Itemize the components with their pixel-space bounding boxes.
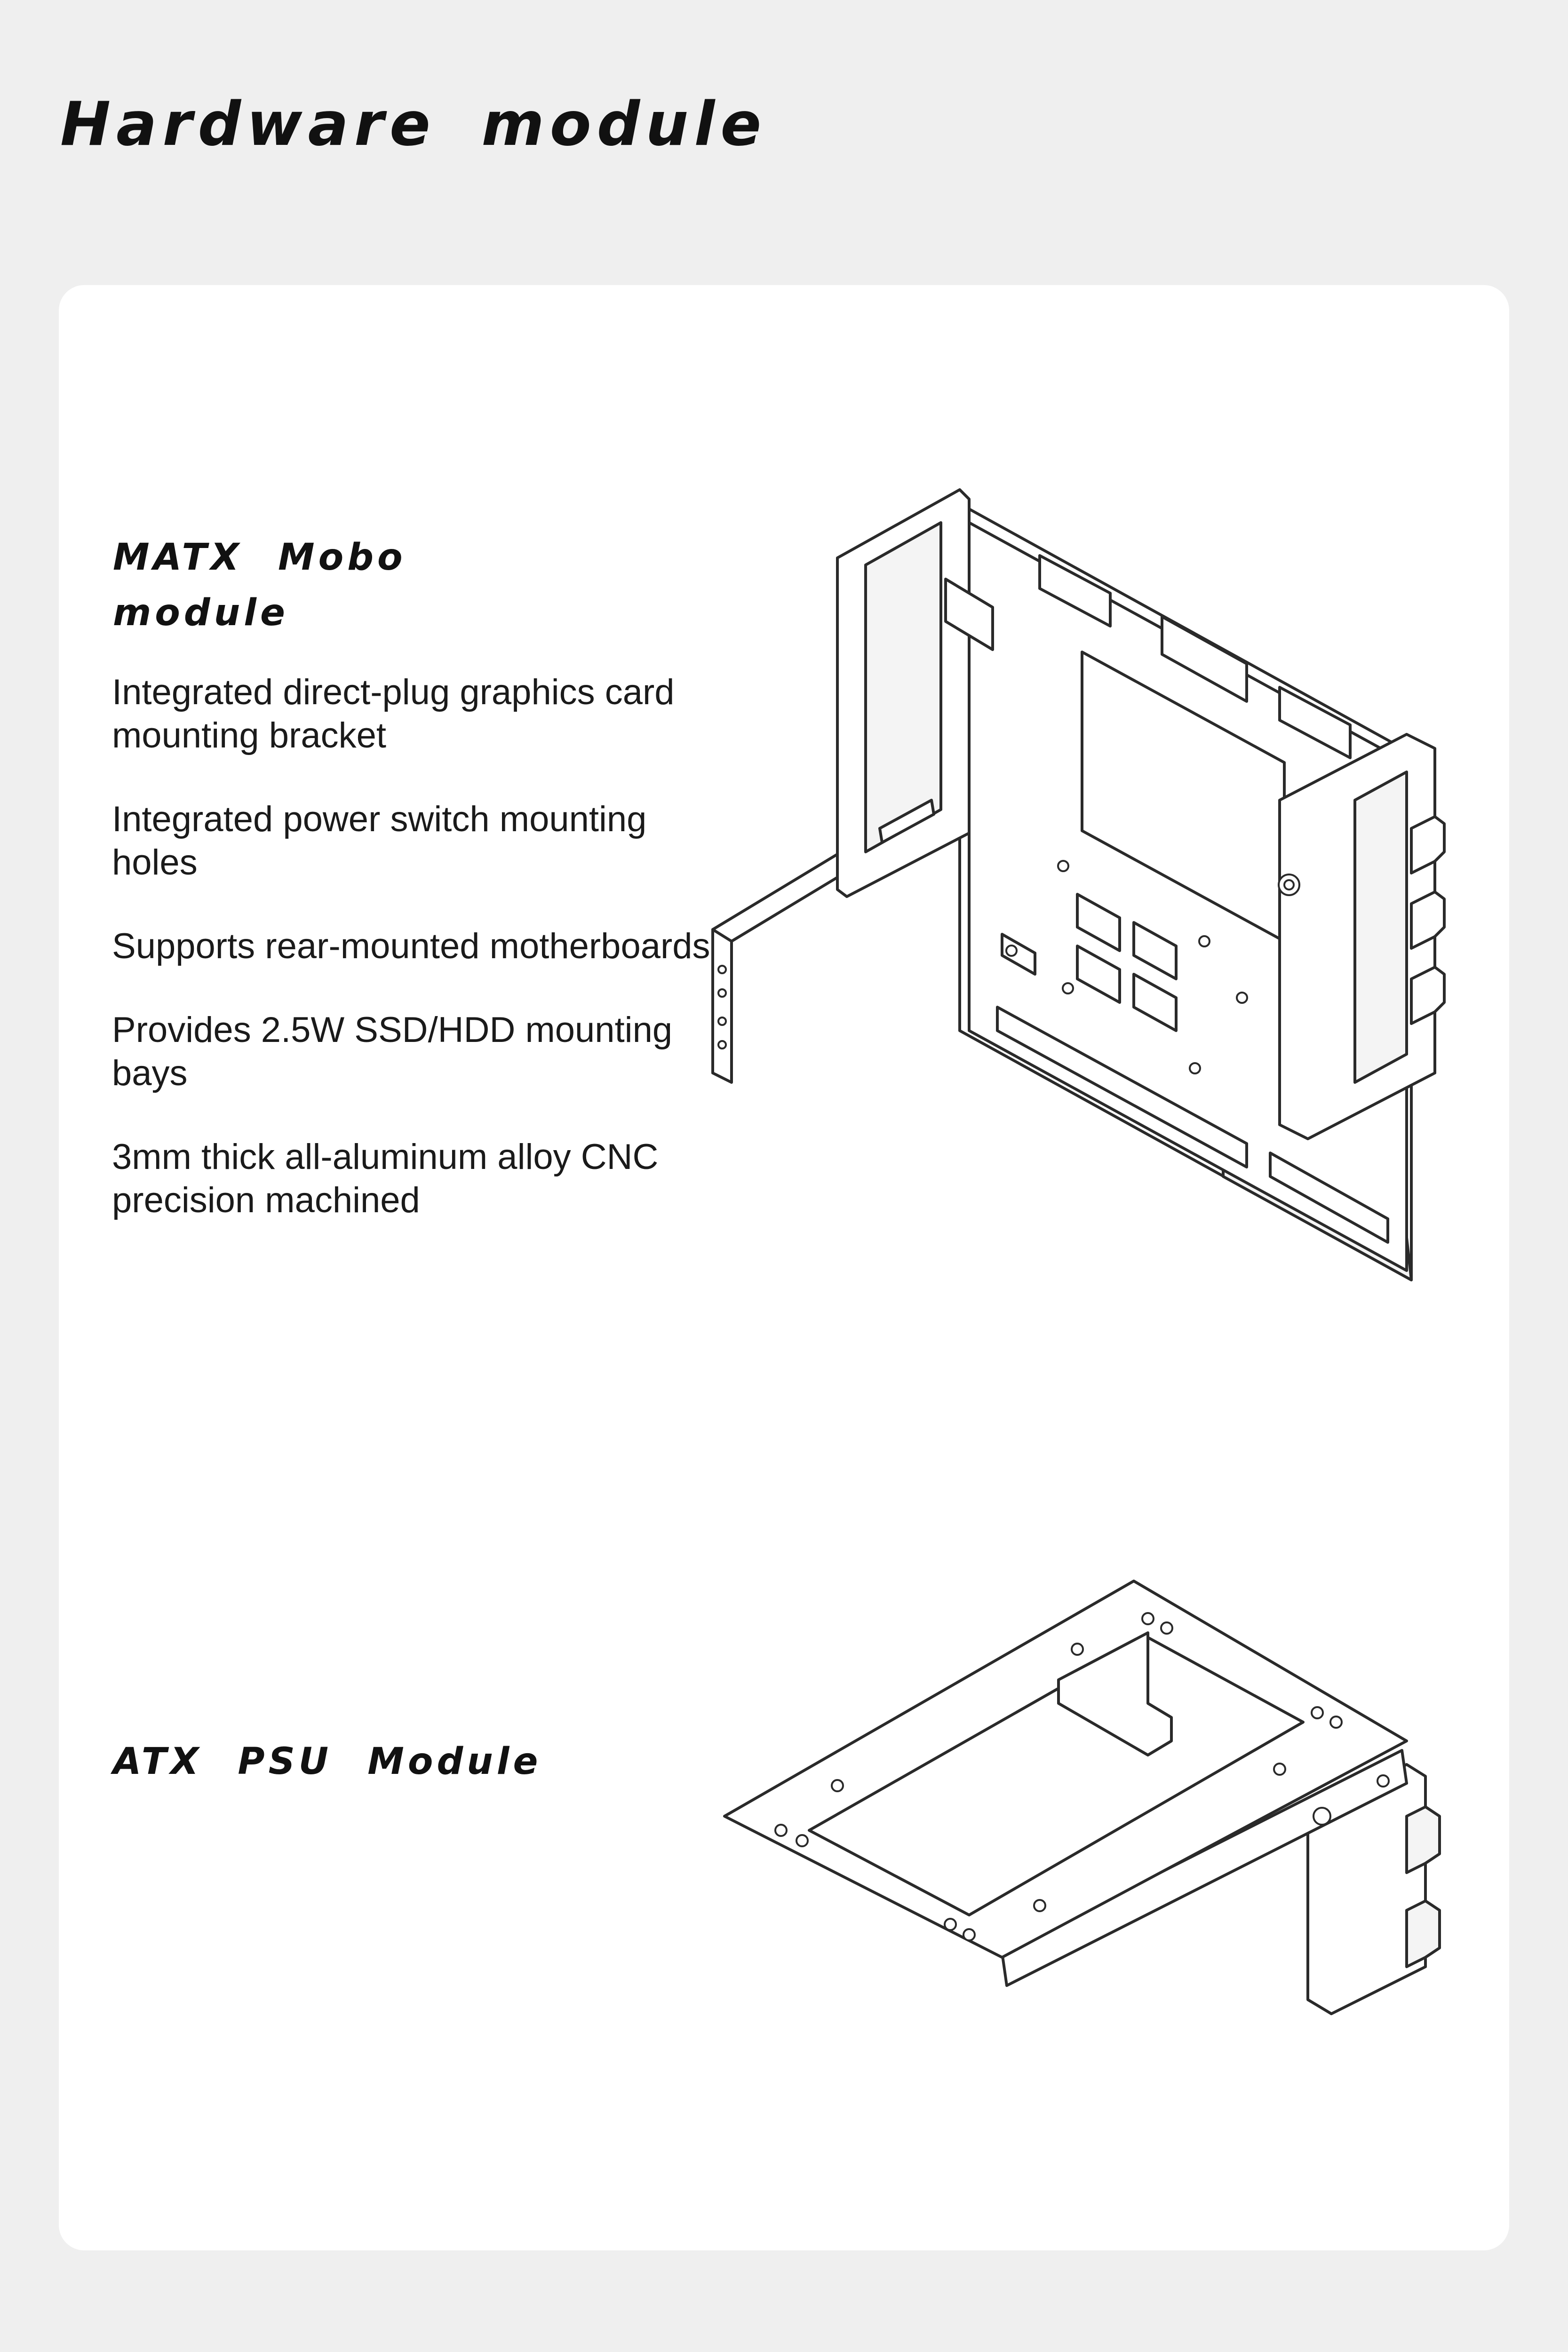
mobo-module-title: MATX Mobo module <box>113 536 406 634</box>
page-title: Hardware module <box>60 89 767 159</box>
mobo-bracket-illustration <box>711 488 1446 1281</box>
mobo-feature-list: Integrated direct-plug graphics card mou… <box>112 671 724 1263</box>
psu-module-title: ATX PSU Module <box>113 1740 542 1783</box>
feature-item: Supports rear-mounted motherboards <box>112 926 710 966</box>
feature-item: Integrated direct-plug graphics card mou… <box>112 672 675 755</box>
feature-item: Provides 2.5W SSD/HDD mounting bays <box>112 1010 673 1093</box>
content-card: MATX Mobo module Integrated direct-plug … <box>59 285 1509 2250</box>
psu-bracket-illustration <box>723 1580 1441 2015</box>
feature-item: 3mm thick all-aluminum alloy CNC precisi… <box>112 1137 659 1220</box>
feature-item: Integrated power switch mounting holes <box>112 799 647 882</box>
